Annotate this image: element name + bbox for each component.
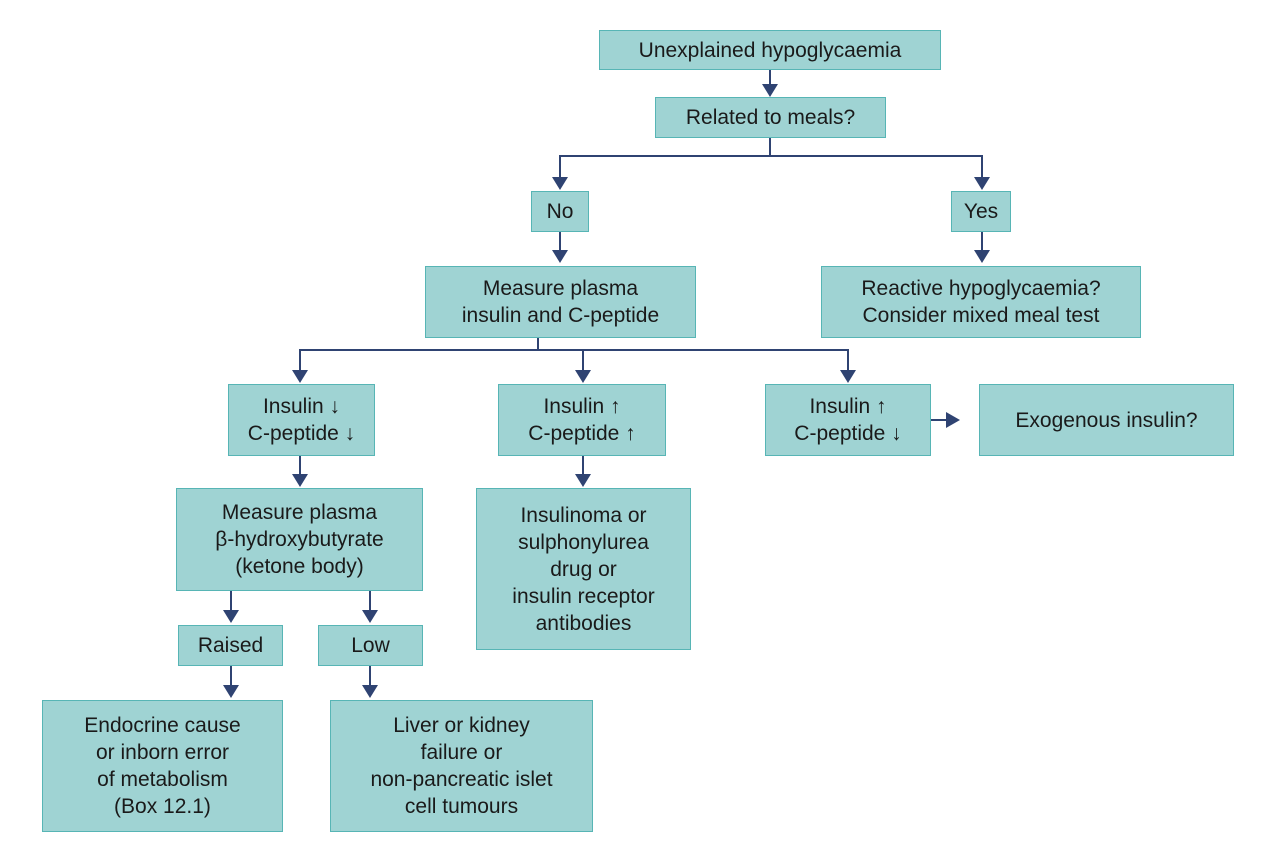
- node-insulin-high-cpeptide-high: Insulin ↑ C-peptide ↑: [498, 384, 666, 456]
- node-line: sulphonylurea: [518, 530, 649, 554]
- node-line: C-peptide ↓: [794, 422, 902, 445]
- node-line: Reactive hypoglycaemia?: [861, 277, 1101, 300]
- node-line: non-pancreatic islet: [370, 768, 553, 791]
- node-label: Related to meals?: [685, 106, 856, 129]
- node-insulin-high-cpeptide-low: Insulin ↑ C-peptide ↓: [765, 384, 931, 456]
- arrowhead-meals: [762, 84, 778, 97]
- node-measure-insulin-c-peptide: Measure plasma insulin and C-peptide: [425, 266, 696, 338]
- node-label: Exogenous insulin?: [1015, 408, 1198, 432]
- node-line: Consider mixed meal test: [862, 304, 1100, 327]
- arrowhead-high-low: [840, 370, 856, 383]
- node-yes: Yes: [951, 191, 1011, 232]
- node-liver-kidney-failure: Liver or kidney failure or non-pancreati…: [330, 700, 593, 832]
- node-line: antibodies: [535, 611, 632, 635]
- arrowhead-measure-ketone: [292, 474, 308, 487]
- node-line: failure or: [420, 741, 503, 764]
- node-line: C-peptide ↓: [247, 422, 356, 445]
- node-raised: Raised: [178, 625, 283, 666]
- node-line: Liver or kidney: [393, 714, 530, 737]
- node-line: Endocrine cause: [84, 714, 241, 737]
- node-line: drug or: [550, 557, 617, 581]
- node-line: (ketone body): [235, 555, 364, 578]
- node-reactive-hypoglycaemia: Reactive hypoglycaemia? Consider mixed m…: [821, 266, 1141, 338]
- node-line: Insulinoma or: [520, 503, 647, 527]
- arrowhead-exogenous: [946, 412, 960, 428]
- node-label: Unexplained hypoglycaemia: [638, 38, 902, 62]
- node-label: Yes: [963, 200, 999, 223]
- node-line: β-hydroxybutyrate: [215, 528, 384, 551]
- node-line: (Box 12.1): [114, 795, 211, 818]
- connector-meals-branch: [559, 155, 983, 178]
- arrowhead-insulinoma: [575, 474, 591, 487]
- arrowhead-liver: [362, 685, 378, 698]
- node-low: Low: [318, 625, 423, 666]
- node-related-to-meals: Related to meals?: [655, 97, 886, 138]
- arrowhead-yes: [974, 177, 990, 190]
- node-unexplained-hypoglycaemia: Unexplained hypoglycaemia: [599, 30, 941, 70]
- node-line: Insulin ↑: [543, 395, 621, 418]
- arrowhead-low-low: [292, 370, 308, 383]
- node-label: No: [546, 200, 574, 223]
- arrowhead-low: [362, 610, 378, 623]
- node-line: of metabolism: [97, 768, 228, 791]
- node-line: insulin and C-peptide: [461, 304, 660, 327]
- node-line: insulin receptor: [512, 584, 655, 608]
- node-line: Measure plasma: [221, 501, 378, 524]
- arrowhead-raised: [223, 610, 239, 623]
- node-insulin-low-cpeptide-low: Insulin ↓ C-peptide ↓: [228, 384, 375, 456]
- arrowhead-reactive: [974, 250, 990, 263]
- node-line: Measure plasma: [482, 277, 639, 300]
- node-line: C-peptide ↑: [528, 422, 636, 445]
- node-line: Insulin ↓: [262, 395, 341, 418]
- node-insulinoma: Insulinoma or sulphonylurea drug or insu…: [476, 488, 691, 650]
- arrowhead-endocrine: [223, 685, 239, 698]
- node-measure-beta-hydroxybutyrate: Measure plasma β-hydroxybutyrate (ketone…: [176, 488, 423, 591]
- arrowhead-no: [552, 177, 568, 190]
- node-label: Low: [351, 634, 390, 657]
- node-line: cell tumours: [404, 795, 519, 818]
- node-line: or inborn error: [95, 741, 230, 764]
- arrowhead-high-high: [575, 370, 591, 383]
- node-no: No: [531, 191, 589, 232]
- arrowhead-measure-insulin: [552, 250, 568, 263]
- node-exogenous-insulin: Exogenous insulin?: [979, 384, 1234, 456]
- node-endocrine-cause: Endocrine cause or inborn error of metab…: [42, 700, 283, 832]
- node-label: Raised: [197, 634, 264, 657]
- connector-measure-branch: [299, 349, 849, 370]
- node-line: Insulin ↑: [809, 395, 887, 418]
